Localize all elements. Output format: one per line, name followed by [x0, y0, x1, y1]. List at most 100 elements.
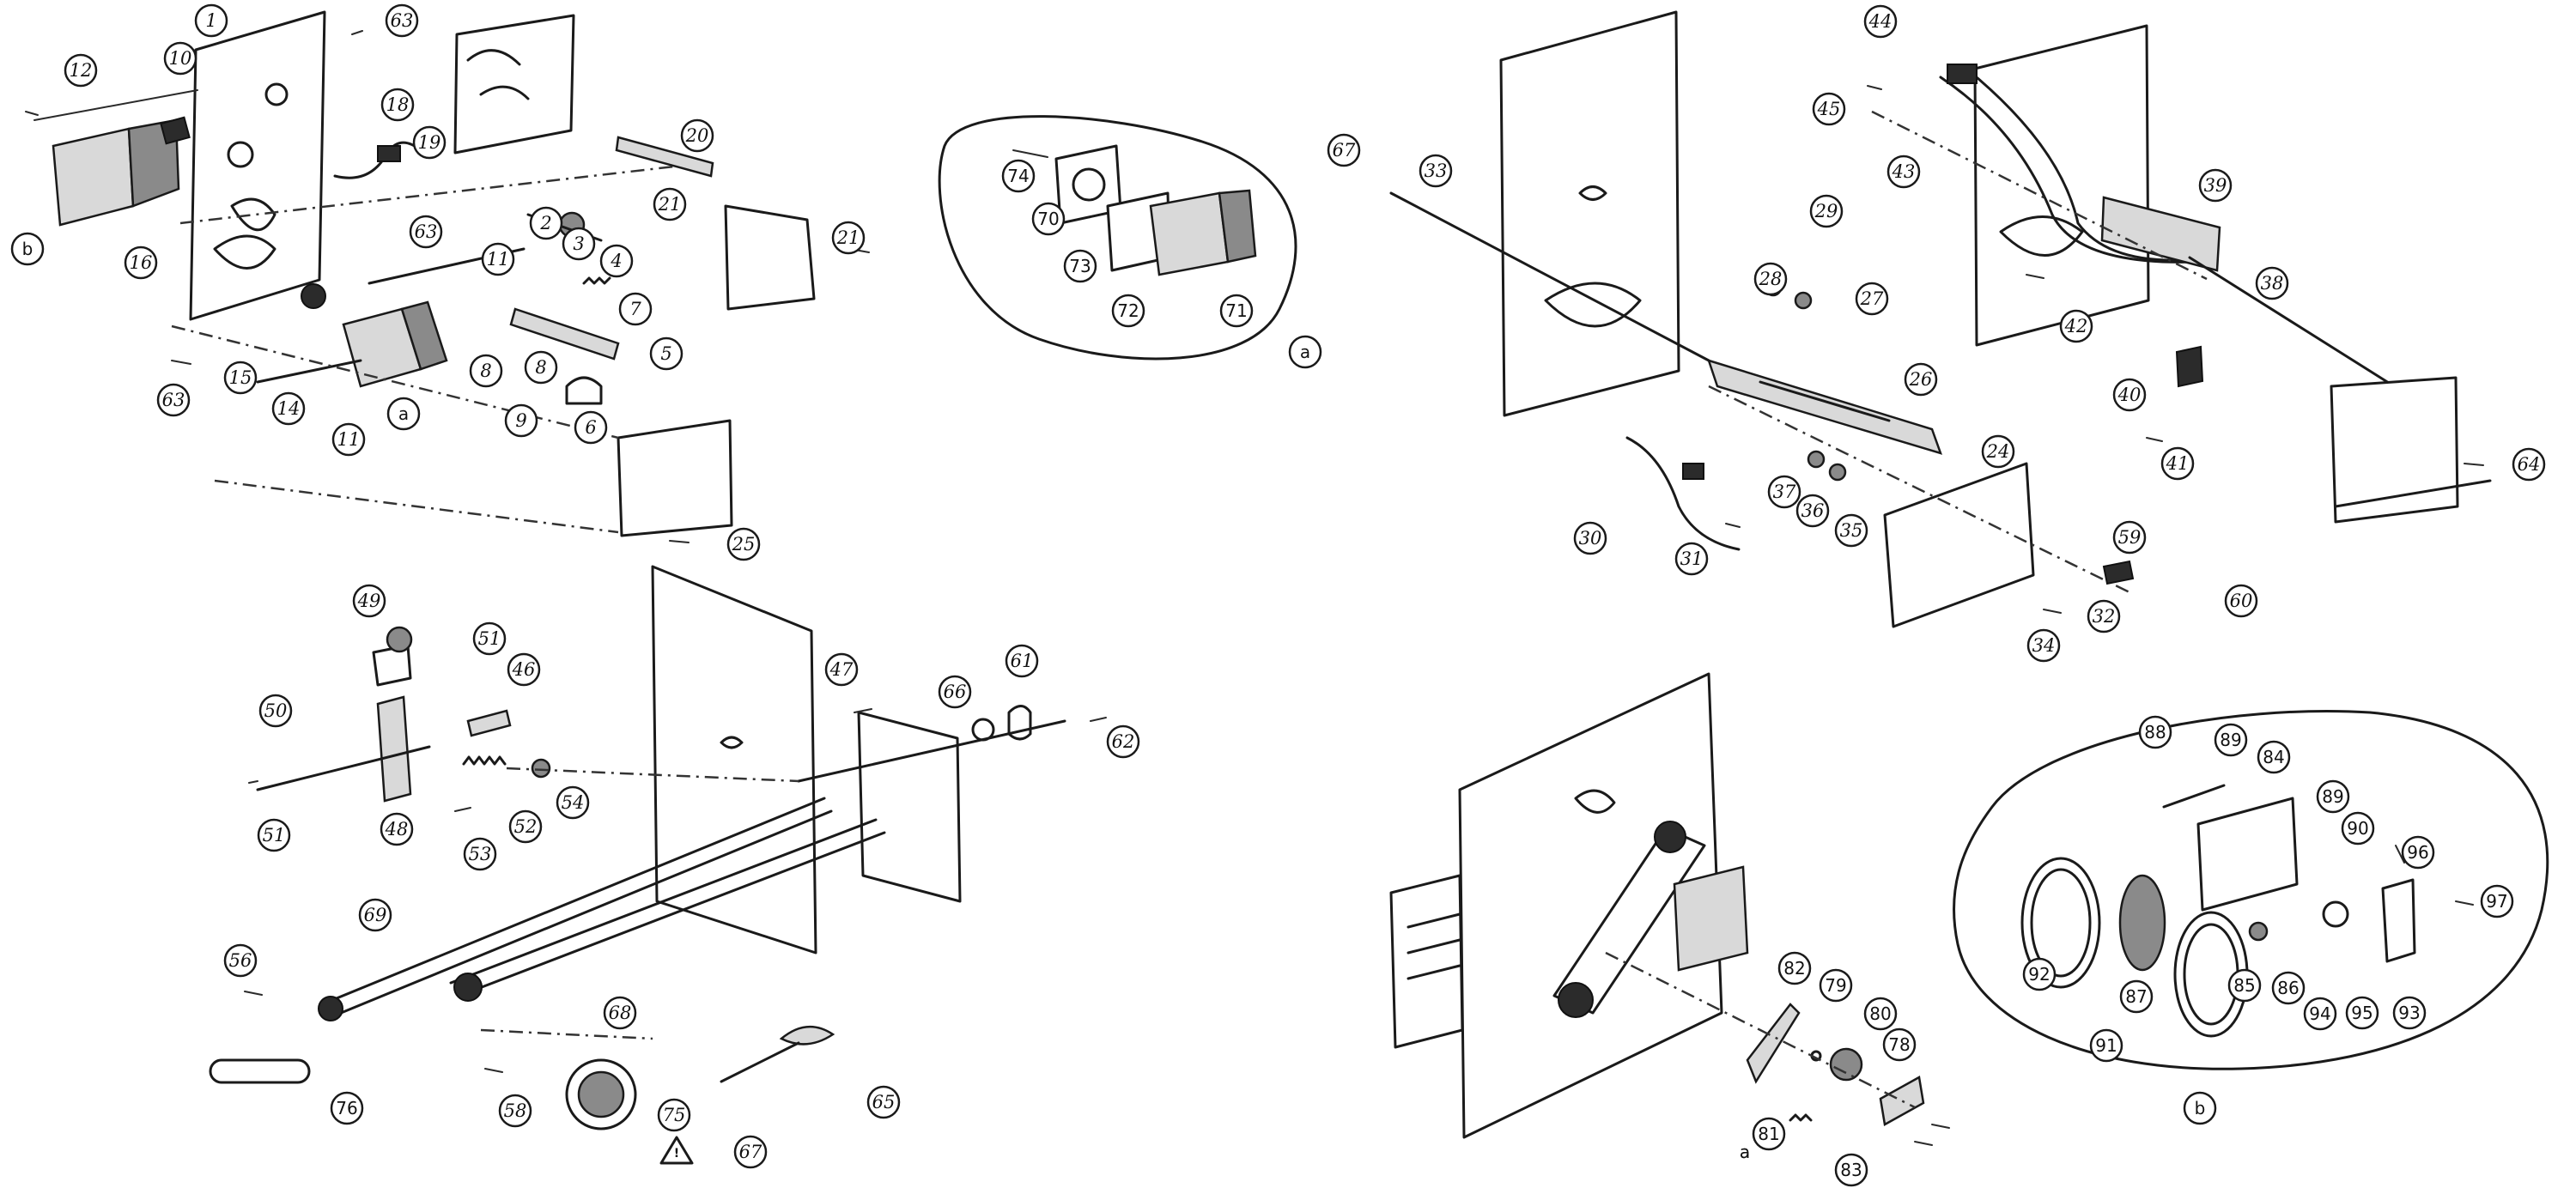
callout-label: b: [22, 239, 33, 259]
gear-85: [2248, 921, 2269, 942]
callout-ring: [1863, 4, 1898, 39]
callout-ring: [1752, 1117, 1786, 1151]
callout-ring: [481, 242, 515, 276]
callout-ring: [1005, 644, 1039, 678]
callout-c34: 34: [2026, 628, 2061, 663]
callout-label: 54: [562, 792, 585, 813]
callout-label: 78: [1888, 1034, 1910, 1055]
bottom-plate: [617, 419, 733, 537]
callout-ring: [2271, 971, 2306, 1005]
callout-label: 94: [2309, 1003, 2330, 1024]
callout-label: 69: [364, 905, 387, 925]
callout-c89a: 89: [2214, 723, 2248, 757]
callout-ring: [2160, 446, 2195, 481]
callout-label: 19: [418, 132, 441, 153]
callout-c79: 79: [1819, 968, 1853, 1003]
small-plate: [857, 711, 962, 903]
callout-c16: 16: [124, 245, 158, 280]
callout-c50: 50: [258, 694, 293, 728]
callout-c91: 91: [2089, 1028, 2123, 1063]
callout-c10: 10: [163, 41, 197, 76]
roller-69: [329, 809, 833, 1019]
callout-ring: [2087, 599, 2121, 633]
side-plate: [1883, 462, 2035, 628]
callout-c94: 94: [2303, 997, 2337, 1031]
motor-unit-b: [52, 127, 135, 227]
callout-ring: [2059, 309, 2093, 343]
callout-c70: 70: [1031, 202, 1066, 236]
callout-c69: 69: [358, 898, 392, 932]
callout-ring: [1812, 92, 1846, 126]
callout-label: 84: [2263, 747, 2284, 767]
callout-ring: [657, 1098, 691, 1132]
callout-c67a: 67: [1327, 133, 1361, 167]
callout-label: 20: [685, 125, 709, 146]
callout-ring: [2341, 811, 2375, 846]
callout-ring: [1767, 475, 1801, 509]
callout-label: 40: [2117, 385, 2142, 405]
callout-c85: 85: [2227, 968, 2262, 1003]
callout-ring: [2119, 979, 2154, 1014]
callout-c63c: 63: [156, 383, 191, 417]
callout-label: 42: [2064, 316, 2088, 336]
callout-ring: [2480, 884, 2514, 918]
callout-label: 50: [264, 700, 288, 721]
callout-c31: 31: [1674, 542, 1709, 576]
callout-label: 82: [1783, 958, 1805, 979]
callout-label: 16: [130, 252, 153, 273]
callout-ring: [1863, 997, 1898, 1031]
callout-ring: [1819, 968, 1853, 1003]
left-frame-plate: [1499, 10, 1680, 417]
washer: [971, 718, 995, 742]
pulley: [1558, 982, 1594, 1018]
callout-ring: [529, 206, 563, 240]
callout-c15: 15: [223, 361, 258, 395]
callout-c7: 7: [618, 292, 653, 326]
callout-label: 76: [336, 1098, 357, 1118]
gear-87: [2118, 874, 2166, 972]
callout-c62: 62: [1106, 724, 1140, 759]
callout-c58: 58: [498, 1094, 532, 1128]
assembly-top-left: [25, 10, 870, 543]
callout-label: 89: [2220, 730, 2241, 750]
callout-c6: 6: [574, 410, 608, 445]
callout-label: 61: [1011, 651, 1034, 671]
callout-label: 41: [2166, 453, 2190, 474]
callout-label: 2: [539, 213, 551, 233]
callout-ring: [194, 3, 228, 38]
callout-ring: [380, 812, 414, 846]
callout-label: 95: [2351, 1003, 2372, 1023]
callout-la2: a: [1740, 1142, 1750, 1162]
callout-label: 36: [1801, 500, 1825, 521]
callout-ring: [1106, 724, 1140, 759]
callout-c14: 14: [271, 391, 306, 426]
callout-c92: 92: [2022, 957, 2057, 991]
callout-ring: [386, 397, 421, 431]
callout-c68: 68: [603, 996, 637, 1030]
drive-belt: [209, 1058, 311, 1084]
callout-label: 3: [573, 233, 584, 254]
callout-label: 52: [514, 816, 538, 837]
callout-c64: 64: [2512, 447, 2546, 482]
callout-c81: 81: [1752, 1117, 1786, 1151]
callout-c71: 71: [1219, 294, 1254, 328]
callout-label: 85: [2233, 975, 2255, 996]
callout-ring: [1001, 159, 1036, 193]
callout-label: 8: [480, 361, 491, 381]
callout-ring: [2026, 628, 2061, 663]
callout-c59: 59: [2112, 520, 2147, 555]
callout-label: a: [1740, 1142, 1750, 1162]
gear-95: [2322, 900, 2349, 928]
callout-c12: 12: [64, 53, 98, 88]
callout-ring: [1904, 362, 1938, 397]
callout-label: 90: [2347, 818, 2368, 839]
callout-label: 83: [1840, 1160, 1862, 1180]
callout-c42: 42: [2059, 309, 2093, 343]
callout-label: 86: [2277, 978, 2299, 998]
callout-ring: [463, 837, 497, 871]
assembly-bottom-left: !: [209, 565, 1107, 1165]
callout-c19: 19: [412, 125, 447, 160]
callout-label: 11: [487, 249, 510, 270]
callout-label: 51: [478, 628, 501, 649]
roller-68: [449, 818, 878, 985]
